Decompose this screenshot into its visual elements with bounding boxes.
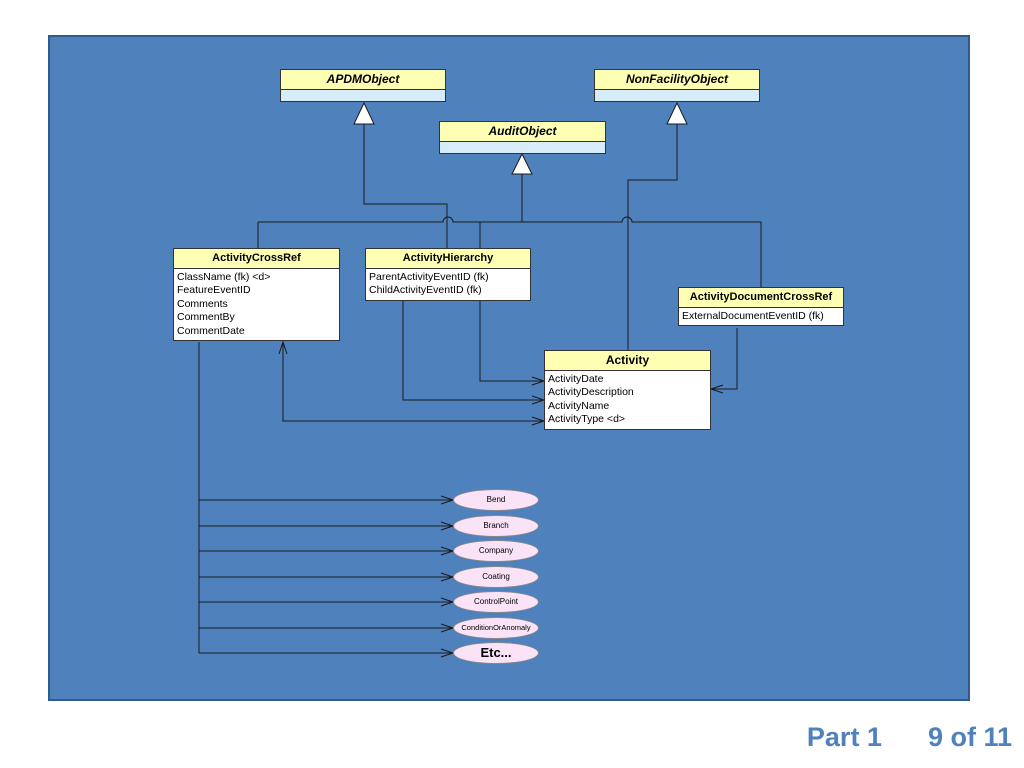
inherit-bus (258, 216, 762, 287)
attribute-list: ParentActivityEventID (fk) ChildActivity… (366, 269, 530, 300)
class-name: ActivityDocumentCrossRef (679, 288, 843, 308)
crow-foot (278, 340, 288, 355)
class-name: ActivityCrossRef (174, 249, 339, 269)
feature-bend[interactable]: Bend (453, 489, 539, 511)
inherit-line-apdm (363, 124, 448, 248)
feature-condition-or-anomaly[interactable]: ConditionOrAnomaly (453, 617, 539, 639)
feature-etc[interactable]: Etc... (453, 642, 539, 664)
class-name: NonFacilityObject (595, 70, 759, 90)
class-activity-cross-ref[interactable]: ActivityCrossRef ClassName (fk) <d> Feat… (173, 248, 340, 342)
class-name: Activity (545, 351, 710, 371)
attribute: ClassName (fk) <d> (177, 271, 271, 283)
generalization-arrow (666, 101, 688, 125)
class-empty-body (440, 142, 605, 153)
attribute-list: ExternalDocumentEventID (fk) (679, 308, 843, 325)
attribute: CommentDate (177, 324, 245, 337)
class-audit-object[interactable]: AuditObject (439, 121, 606, 154)
feature-company[interactable]: Company (453, 540, 539, 562)
class-name: APDMObject (281, 70, 445, 90)
attribute-list: ClassName (fk) <d> FeatureEventID Commen… (174, 269, 339, 340)
slide-footer: Part 1 9 of 11 (807, 722, 1012, 753)
generalization-arrow (511, 152, 533, 175)
class-apdm-object[interactable]: APDMObject (280, 69, 446, 102)
class-name: AuditObject (440, 122, 605, 142)
feature-coating[interactable]: Coating (453, 566, 539, 588)
attribute: ActivityDate (548, 373, 604, 385)
rel-docref (711, 328, 738, 390)
attribute: ParentActivityEventID (fk) (369, 271, 489, 283)
class-activity-document-cross-ref[interactable]: ActivityDocumentCrossRef ExternalDocumen… (678, 287, 844, 327)
rel-parent (479, 300, 544, 382)
attribute: CommentBy (177, 311, 235, 324)
class-activity-hierarchy[interactable]: ActivityHierarchy ParentActivityEventID … (365, 248, 531, 301)
attribute: ActivityType <d> (548, 413, 626, 426)
part-label: Part 1 (806, 722, 882, 752)
inherit-line-nonfacility (627, 124, 678, 350)
feature-control-point[interactable]: ControlPoint (453, 591, 539, 613)
feature-branch (199, 499, 453, 654)
generalization-arrow (353, 101, 375, 125)
feature-branch[interactable]: Branch (453, 515, 539, 537)
class-empty-body (595, 90, 759, 101)
attribute: ChildActivityEventID (fk) (369, 284, 482, 297)
attribute: ActivityName (548, 399, 610, 412)
page-counter: 9 of 11 (927, 722, 1012, 752)
class-activity[interactable]: Activity ActivityDate ActivityDescriptio… (544, 350, 711, 430)
crow-foot (709, 384, 724, 394)
class-name: ActivityHierarchy (366, 249, 530, 269)
rel-child (402, 300, 544, 401)
attribute: Comments (177, 297, 228, 310)
attribute: ActivityDescription (548, 386, 634, 399)
attribute-list: ActivityDate ActivityDescription Activit… (545, 371, 710, 429)
rel-crossref (282, 342, 544, 422)
attribute: FeatureEventID (177, 284, 251, 297)
attribute: ExternalDocumentEventID (fk) (682, 310, 824, 322)
class-non-facility-object[interactable]: NonFacilityObject (594, 69, 760, 102)
class-empty-body (281, 90, 445, 101)
